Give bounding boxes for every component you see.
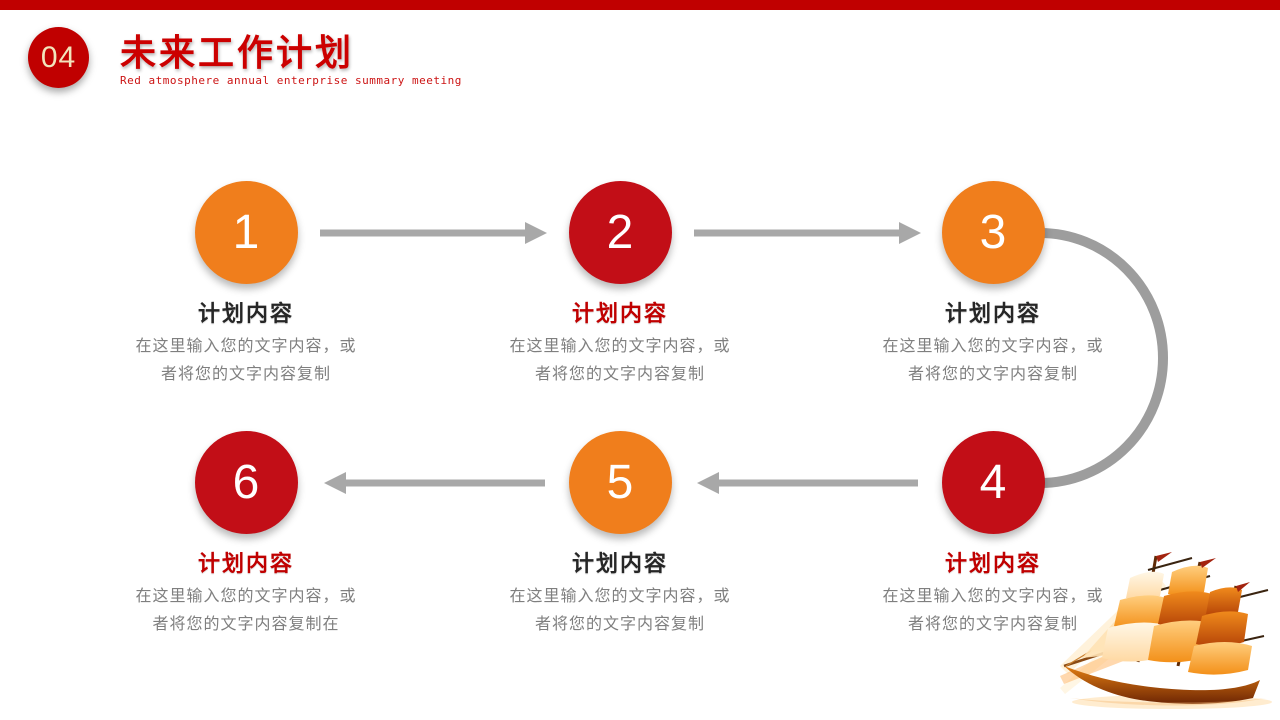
page-subtitle: Red atmosphere annual enterprise summary… bbox=[120, 74, 462, 87]
flow-step-5: 5 计划内容 在这里输入您的文字内容，或 者将您的文字内容复制 bbox=[450, 431, 790, 639]
step-5-body: 在这里输入您的文字内容，或 者将您的文字内容复制 bbox=[450, 583, 790, 639]
page-title: 未来工作计划 bbox=[120, 32, 355, 73]
body-line: 者将您的文字内容复制 bbox=[160, 366, 331, 383]
body-line: 在这里输入您的文字内容，或 bbox=[135, 588, 357, 605]
arrow-right-icon bbox=[320, 222, 547, 244]
step-3-circle: 3 bbox=[941, 181, 1045, 284]
arrow-right-icon bbox=[694, 222, 921, 244]
body-line: 者将您的文字内容复制 bbox=[907, 616, 1078, 633]
step-4-heading: 计划内容 bbox=[944, 551, 1041, 576]
sailing-ship-image bbox=[1060, 552, 1272, 709]
step-2-heading: 计划内容 bbox=[571, 301, 668, 326]
body-line: 在这里输入您的文字内容，或 bbox=[509, 588, 731, 605]
header-titles: 未来工作计划 Red atmosphere annual enterprise … bbox=[120, 32, 462, 88]
body-line: 者将您的文字内容复制 bbox=[907, 366, 1078, 383]
section-number-badge: 04 bbox=[28, 27, 89, 88]
body-line: 者将您的文字内容复制 bbox=[534, 616, 705, 633]
step-4-body: 在这里输入您的文字内容，或 者将您的文字内容复制 bbox=[823, 583, 1163, 639]
body-line: 在这里输入您的文字内容，或 bbox=[509, 338, 731, 355]
step-1-circle: 1 bbox=[194, 181, 298, 284]
top-accent-bar bbox=[0, 0, 1280, 10]
body-line: 在这里输入您的文字内容，或 bbox=[882, 588, 1104, 605]
body-line: 者将您的文字内容复制在 bbox=[152, 616, 340, 633]
step-5-circle: 5 bbox=[568, 431, 672, 534]
section-number: 04 bbox=[40, 40, 77, 74]
flow-step-4: 4 计划内容 在这里输入您的文字内容，或 者将您的文字内容复制 bbox=[823, 431, 1163, 639]
body-line: 者将您的文字内容复制 bbox=[534, 366, 705, 383]
flow-step-3: 3 计划内容 在这里输入您的文字内容，或 者将您的文字内容复制 bbox=[823, 181, 1163, 389]
arc-connector-3-4 bbox=[1039, 228, 1168, 488]
arrow-left-icon bbox=[697, 472, 918, 494]
body-line: 在这里输入您的文字内容，或 bbox=[135, 338, 357, 355]
step-3-body: 在这里输入您的文字内容，或 者将您的文字内容复制 bbox=[823, 333, 1163, 389]
body-line: 在这里输入您的文字内容，或 bbox=[882, 338, 1104, 355]
step-3-heading: 计划内容 bbox=[944, 301, 1041, 326]
step-2-circle: 2 bbox=[568, 181, 672, 284]
step-1-body: 在这里输入您的文字内容，或 者将您的文字内容复制 bbox=[76, 333, 416, 389]
arrow-left-icon bbox=[324, 472, 545, 494]
step-5-heading: 计划内容 bbox=[571, 551, 668, 576]
flow-step-1: 1 计划内容 在这里输入您的文字内容，或 者将您的文字内容复制 bbox=[76, 181, 416, 389]
flow-step-6: 6 计划内容 在这里输入您的文字内容，或 者将您的文字内容复制在 bbox=[76, 431, 416, 639]
flow-step-2: 2 计划内容 在这里输入您的文字内容，或 者将您的文字内容复制 bbox=[450, 181, 790, 389]
step-2-body: 在这里输入您的文字内容，或 者将您的文字内容复制 bbox=[450, 333, 790, 389]
step-6-circle: 6 bbox=[194, 431, 298, 534]
step-1-heading: 计划内容 bbox=[197, 301, 294, 326]
step-4-circle: 4 bbox=[941, 431, 1045, 534]
step-6-heading: 计划内容 bbox=[197, 551, 294, 576]
step-6-body: 在这里输入您的文字内容，或 者将您的文字内容复制在 bbox=[76, 583, 416, 639]
